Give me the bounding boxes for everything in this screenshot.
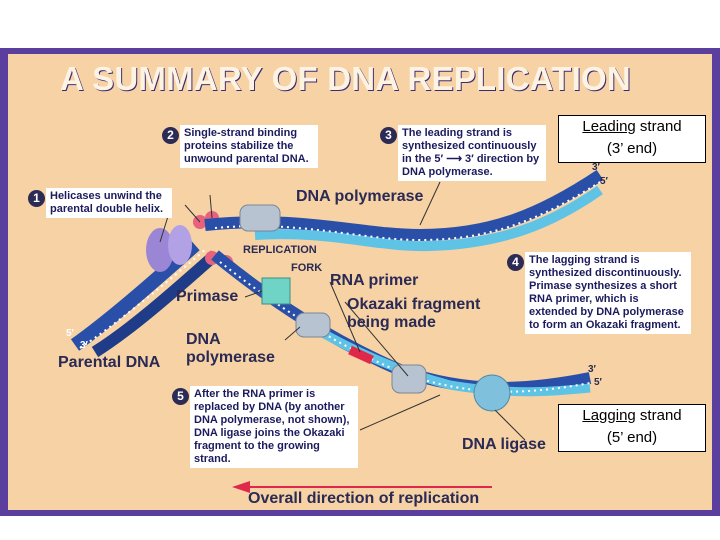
note-leading-strand: The leading strand is synthesized contin… xyxy=(398,125,546,181)
end-bottom-5: 5′ xyxy=(594,377,602,388)
end-top-5: 5′ xyxy=(600,176,608,187)
label-dna-ligase: DNA ligase xyxy=(462,436,546,453)
end-top-3: 3′ xyxy=(592,162,600,173)
step-number-5: 5 xyxy=(172,388,189,405)
pointer-line-ligase xyxy=(359,394,441,431)
dna-polymerase-top-shape xyxy=(239,204,281,232)
helicase-protein xyxy=(146,228,174,272)
callout-lagging-line1: Lagging strand xyxy=(559,405,705,427)
pointer-line-3 xyxy=(419,181,441,226)
step-number-3: 3 xyxy=(380,127,397,144)
step-number-4: 4 xyxy=(507,254,524,271)
note-lagging-strand: The lagging strand is synthesized discon… xyxy=(525,252,691,334)
end-bottom-3: 3′ xyxy=(588,364,596,375)
callout-lagging-word: Lagging xyxy=(582,407,636,424)
label-okazaki-fragment: Okazaki fragment xyxy=(347,296,481,313)
primase-shape xyxy=(261,277,291,305)
note-ssb-proteins: Single-strand binding proteins stabilize… xyxy=(180,125,318,168)
leading-new-strand xyxy=(254,185,603,252)
end-left-5: 5′ xyxy=(66,328,74,339)
callout-leading-word: Leading xyxy=(582,118,636,135)
dna-ligase-shape xyxy=(473,374,511,412)
dna-polymerase-2-shape xyxy=(391,364,427,394)
leading-template-strand xyxy=(204,170,604,242)
pointer-line-pol xyxy=(284,326,301,341)
label-dna-polymerase-top: DNA polymerase xyxy=(296,188,424,205)
pointer-line-okazaki xyxy=(344,301,409,377)
label-dna-polymerase-lower-1: DNA xyxy=(186,331,221,348)
end-left-3: 3′ xyxy=(80,340,88,351)
label-being-made: being made xyxy=(347,314,436,331)
callout-lagging-end: (5’ end) xyxy=(606,429,658,446)
label-primase: Primase xyxy=(176,288,239,305)
callout-leading-line1: Leading strand xyxy=(559,116,705,138)
helicase-protein-2 xyxy=(168,225,192,265)
callout-lagging-rest: strand xyxy=(635,407,682,424)
label-rna-primer: RNA primer xyxy=(330,272,419,289)
pointer-line-primase xyxy=(244,290,263,298)
dna-polymerase-lower-shape xyxy=(295,312,331,338)
note-helicases: Helicases unwind the parental double hel… xyxy=(46,188,172,218)
label-parental-dna: Parental DNA xyxy=(58,354,161,371)
note-dna-ligase: After the RNA primer is replaced by DNA … xyxy=(190,386,358,468)
pointer-line-ligase-label xyxy=(494,409,526,441)
pointer-line-rna xyxy=(329,281,361,353)
callout-leading-rest: strand xyxy=(635,118,682,135)
step-number-2: 2 xyxy=(162,127,179,144)
label-dna-polymerase-lower-2: polymerase xyxy=(186,349,275,366)
label-fork: FORK xyxy=(291,262,323,274)
lagging-new-strand xyxy=(297,316,591,397)
page-title: A SUMMARY OF DNA REPLICATION xyxy=(60,60,631,97)
callout-leading-end: (3’ end) xyxy=(606,140,658,157)
label-replication: REPLICATION xyxy=(243,244,317,256)
leading-rungs xyxy=(214,181,601,242)
direction-arrowhead xyxy=(232,481,250,493)
callout-leading-strand: Leading strand (3’ end) xyxy=(558,115,706,163)
callout-lagging-strand: Lagging strand (5’ end) xyxy=(558,404,706,452)
step-number-1: 1 xyxy=(28,190,45,207)
rna-primer-segment xyxy=(348,345,374,365)
parental-dna-strand-inner xyxy=(91,250,219,358)
label-overall-direction: Overall direction of replication xyxy=(248,490,480,507)
